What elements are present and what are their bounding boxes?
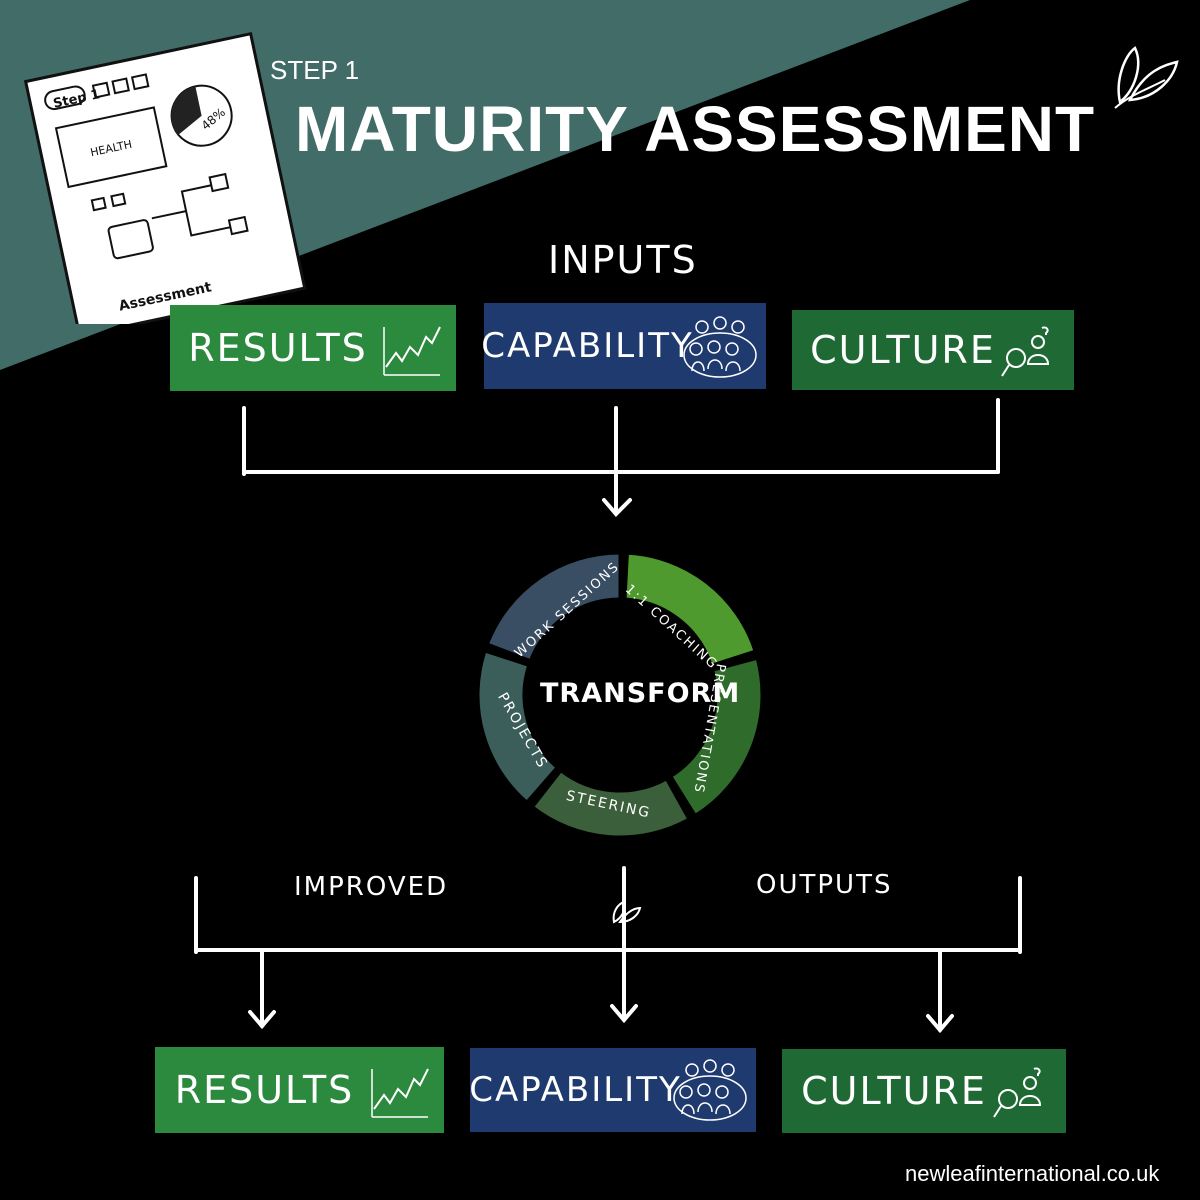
assessment-sketch-icon bbox=[23, 31, 307, 338]
input-results-label: RESULTS bbox=[188, 326, 368, 370]
improved-label: IMPROVED bbox=[294, 872, 449, 902]
cycle-center-label: TRANSFORM bbox=[540, 678, 741, 709]
output-capability-label: CAPABILITY bbox=[469, 1070, 682, 1110]
magnifier-person-icon bbox=[1001, 326, 1050, 377]
small-leaf-icon bbox=[612, 900, 642, 924]
transform-cycle bbox=[476, 551, 764, 839]
input-culture-box: CULTURE bbox=[792, 310, 1074, 390]
output-culture-label: CULTURE bbox=[801, 1069, 987, 1113]
outputs-label: OUTPUTS bbox=[756, 870, 893, 900]
assessment-thumbnail: Step 1 Health 48% Assessment bbox=[18, 14, 318, 338]
segment-work-sessions bbox=[485, 551, 622, 663]
step-label: STEP 1 bbox=[270, 55, 360, 85]
output-culture-box: CULTURE bbox=[782, 1049, 1066, 1133]
segment-steering bbox=[530, 768, 691, 839]
chart-icon bbox=[371, 1068, 429, 1118]
magnifier-person-icon bbox=[993, 1067, 1042, 1118]
leaf-logo-icon bbox=[1114, 46, 1179, 109]
chart-icon bbox=[383, 326, 441, 376]
segment-presentations bbox=[668, 656, 764, 818]
input-capability-label: CAPABILITY bbox=[481, 326, 694, 366]
input-culture-label: CULTURE bbox=[810, 328, 996, 372]
people-icon bbox=[683, 316, 757, 378]
input-results-box: RESULTS bbox=[170, 305, 456, 391]
footer-url[interactable]: newleafinternational.co.uk bbox=[905, 1161, 1160, 1186]
inputs-heading: INPUTS bbox=[548, 238, 698, 282]
people-icon bbox=[673, 1059, 747, 1121]
page-title: MATURITY ASSESSMENT bbox=[295, 93, 1096, 165]
input-capability-box: CAPABILITY bbox=[481, 303, 766, 389]
output-capability-box: CAPABILITY bbox=[469, 1048, 756, 1132]
segment-coaching bbox=[623, 551, 757, 668]
segment-projects bbox=[476, 649, 560, 805]
output-results-box: RESULTS bbox=[155, 1047, 444, 1133]
output-results-label: RESULTS bbox=[174, 1068, 355, 1112]
